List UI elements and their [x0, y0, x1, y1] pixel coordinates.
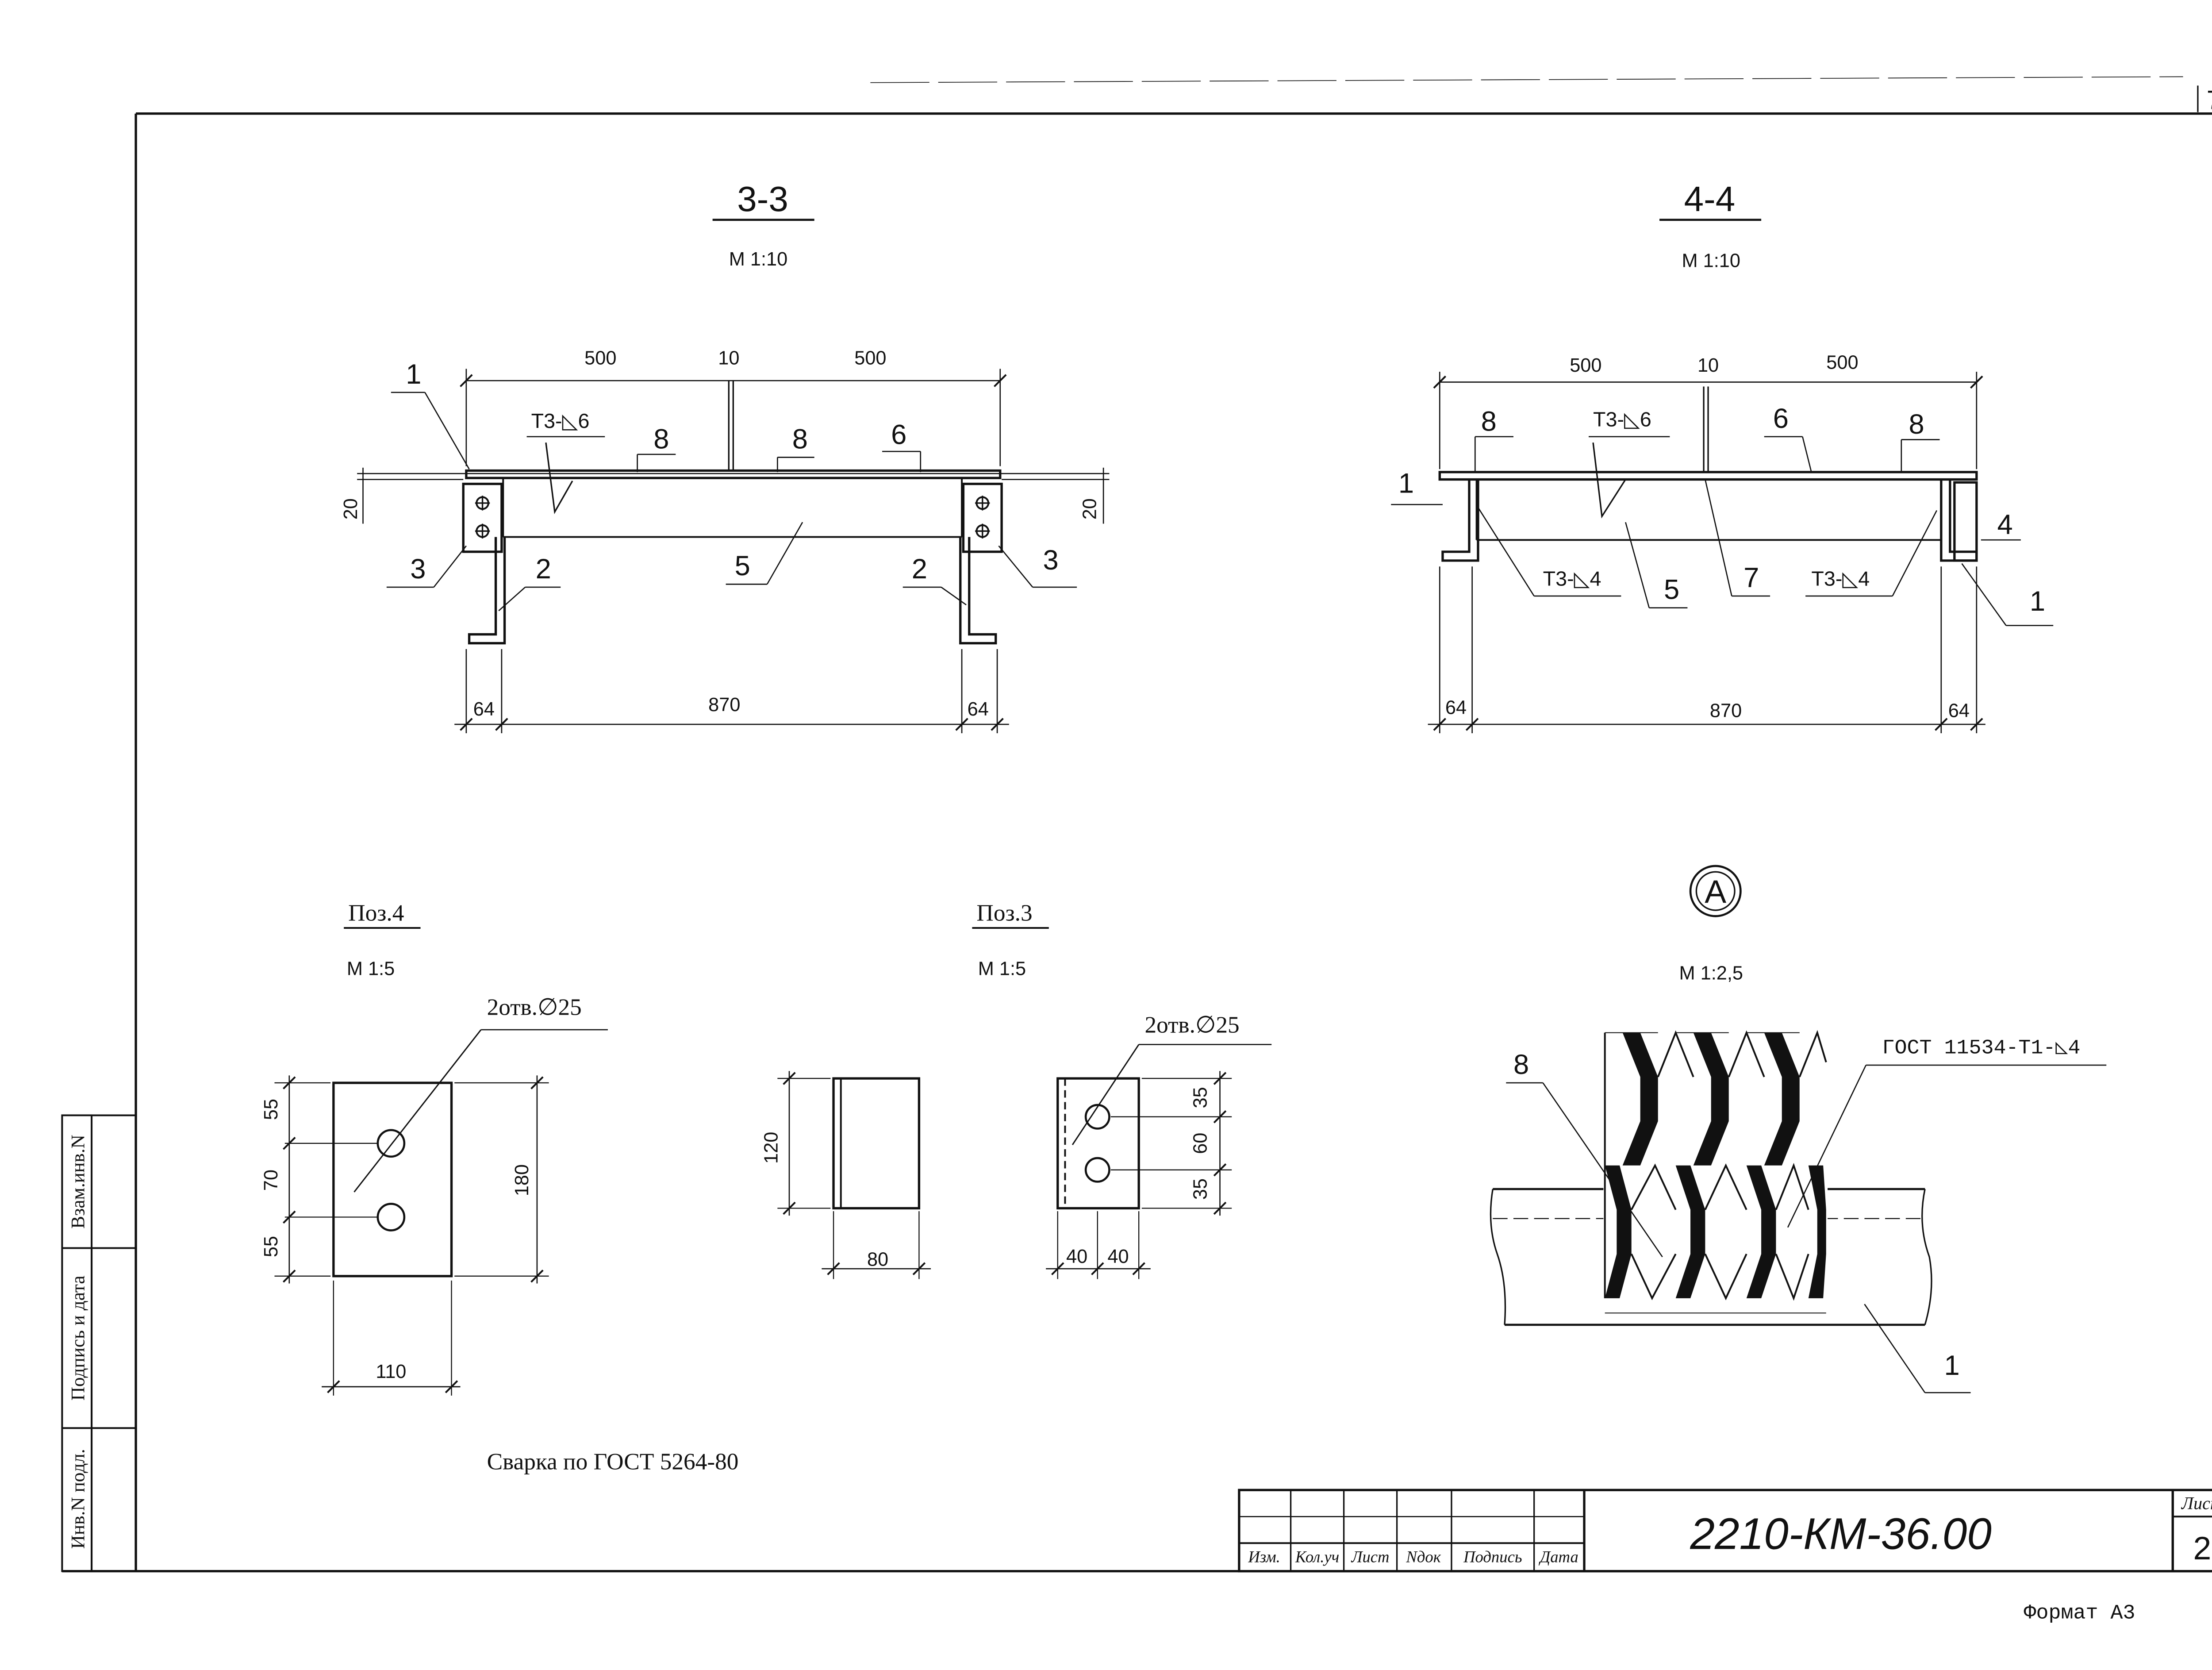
s33-pos-3b: 3 [1043, 545, 1058, 576]
poz4-dim-height: 180 [511, 1164, 533, 1196]
poz3-dim-1: 35 [1190, 1087, 1211, 1108]
s44-weld-right: Т3-◺4 [1811, 567, 1870, 590]
section-4-4-title: 4-4 [1684, 179, 1736, 219]
poz3-holes-label: 2отв.∅25 [1145, 1012, 1240, 1038]
poz3-title: Поз.3 [976, 899, 1032, 926]
s44-weld-top: Т3-◺6 [1593, 408, 1651, 431]
s44-pos-5: 5 [1664, 574, 1679, 605]
poz4-holes-label: 2отв.∅25 [487, 994, 582, 1020]
sheet-frame: 74 [62, 76, 2212, 1573]
s33-dim-gap: 10 [718, 347, 739, 369]
tb-sheet-label: Лист [2181, 1493, 2212, 1513]
s33-pos-2a: 2 [536, 554, 551, 585]
poz4-dim-2: 70 [261, 1170, 282, 1191]
poz3-detail: Поз.3 M 1:5 120 80 35 60 35 [760, 899, 1272, 1279]
s33-pos-3a: 3 [410, 554, 426, 585]
tb-header-ndok: Nдок [1406, 1548, 1441, 1566]
poz4-detail: Поз.4 M 1:5 55 70 55 180 110 2отв.∅25 [261, 899, 608, 1396]
s33-dim-right-span: 500 [854, 347, 886, 369]
s44-pos-1a: 1 [1398, 468, 1414, 499]
detail-a: A M 1:2,5 8 ГОСТ 11534-Т1-◺4 [1490, 865, 2107, 1393]
detail-a-pos-8: 8 [1513, 1049, 1529, 1080]
poz3-dim-height: 120 [760, 1132, 782, 1164]
poz3-dim-width: 80 [867, 1249, 888, 1270]
s44-dim-edge-l: 64 [1445, 697, 1467, 719]
tb-sheet-value: 2 [2193, 1530, 2212, 1566]
s44-dim-gap: 10 [1697, 355, 1719, 376]
s44-pos-8a: 8 [1481, 406, 1497, 437]
s33-pos-2b: 2 [912, 554, 927, 585]
format-label: Формат А3 [2024, 1601, 2135, 1625]
tb-header-list: Лист [1351, 1548, 1390, 1566]
s44-pos-6: 6 [1773, 403, 1789, 434]
detail-a-gost: ГОСТ 11534-Т1-◺4 [1882, 1036, 2080, 1060]
expanded-metal-mesh [1603, 1027, 1828, 1316]
title-block: Изм. Кол.уч Лист Nдок Подпись Дата 2210-… [1238, 1489, 2212, 1573]
tb-header-data: Дата [1539, 1548, 1578, 1566]
s44-dim-right-span: 500 [1826, 352, 1858, 373]
detail-a-marker: A [1705, 873, 1726, 910]
welding-note: Сварка по ГОСТ 5264-80 [487, 1448, 739, 1475]
s33-position-callouts: 1 8 8 6 3 2 5 2 3 [386, 359, 1077, 612]
s44-weld-left: Т3-◺4 [1543, 567, 1601, 590]
s33-dim-height-r: 20 [1079, 498, 1100, 519]
tb-header-izm: Изм. [1248, 1548, 1280, 1566]
detail-a-pos-1: 1 [1944, 1350, 1959, 1381]
section-3-3-scale: M 1:10 [729, 249, 787, 270]
s33-dim-middle: 870 [708, 694, 740, 716]
s33-pos-6: 6 [891, 419, 906, 450]
detail-a-scale: M 1:2,5 [1679, 963, 1743, 984]
s33-pos-8b: 8 [792, 424, 808, 455]
document-code: 2210-КМ-36.00 [1690, 1509, 1992, 1559]
s33-pos-8a: 8 [653, 424, 669, 455]
s44-pos-8b: 8 [1909, 409, 1924, 440]
s44-dim-left-span: 500 [1570, 355, 1601, 376]
section-3-3: 3-3 M 1:10 500 10 500 [340, 179, 1110, 733]
poz4-dim-3: 55 [261, 1236, 282, 1257]
poz3-dim-w1: 40 [1066, 1246, 1087, 1267]
s44-dim-edge-r: 64 [1948, 700, 1970, 721]
section-3-3-title: 3-3 [737, 179, 788, 219]
poz4-scale: M 1:5 [347, 958, 395, 980]
section-4-4-scale: M 1:10 [1682, 250, 1740, 271]
section-4-4: 4-4 M 1:10 500 10 500 64 870 64 Т3-◺6 [1391, 179, 2054, 733]
s33-dim-edge-r: 64 [968, 699, 989, 720]
tb-header-podpis: Подпись [1463, 1548, 1522, 1566]
poz3-dim-3: 35 [1190, 1178, 1211, 1200]
poz3-dim-2: 60 [1190, 1133, 1211, 1154]
poz4-title: Поз.4 [348, 899, 404, 926]
s44-dim-middle: 870 [1710, 700, 1742, 721]
stamp-podpis: Подпись и дата [67, 1275, 88, 1401]
s44-pos-7: 7 [1743, 562, 1759, 593]
s44-position-callouts: 8 6 8 1 4 5 7 1 [1391, 403, 2054, 626]
s44-pos-4: 4 [1997, 509, 2013, 540]
s33-pos-5: 5 [735, 550, 750, 581]
stamp-vzam: Взам.инв.N [67, 1135, 88, 1228]
poz4-dim-width: 110 [376, 1361, 406, 1382]
tb-header-kol: Кол.уч [1295, 1548, 1339, 1566]
s33-weld-label: Т3-◺6 [531, 409, 590, 432]
s44-pos-1b: 1 [2030, 586, 2045, 617]
poz3-dim-w2: 40 [1107, 1246, 1129, 1267]
s33-dim-edge-l: 64 [473, 699, 495, 720]
s33-dim-left-span: 500 [584, 347, 616, 369]
stamp-inv: Инв.N подл. [67, 1449, 88, 1549]
s33-dim-height-l: 20 [340, 498, 361, 519]
sheet-number-corner: 74 [2207, 85, 2212, 115]
side-stamp: Взам.инв.N Подпись и дата Инв.N подл. [61, 1114, 136, 1572]
s33-pos-1: 1 [406, 359, 421, 390]
poz3-scale: M 1:5 [978, 958, 1026, 980]
poz4-dim-1: 55 [261, 1099, 282, 1120]
